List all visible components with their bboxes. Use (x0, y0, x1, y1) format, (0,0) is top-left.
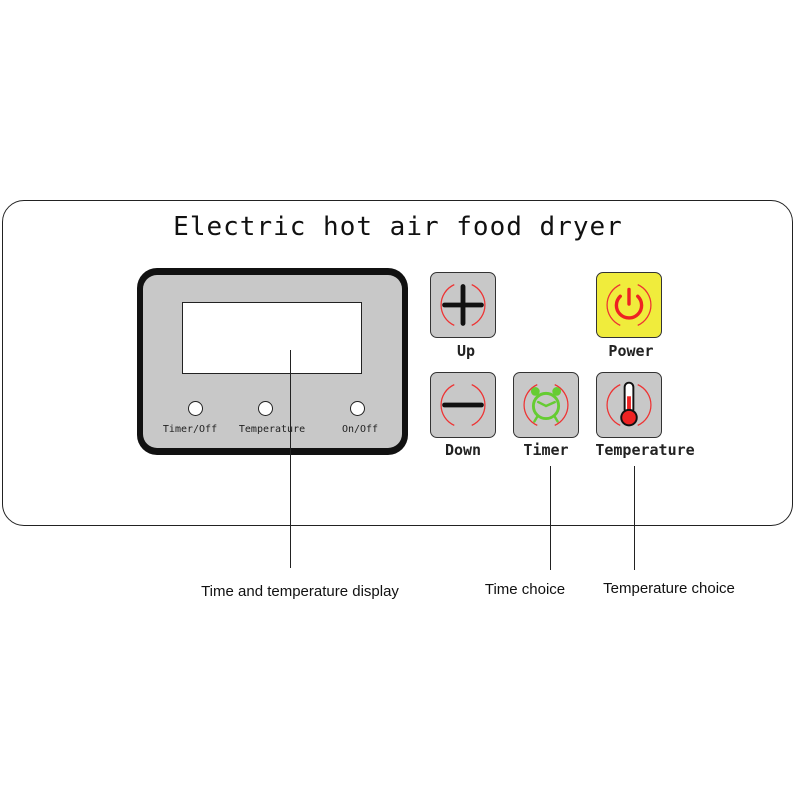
power-label: Power (608, 342, 654, 360)
display-callout: Time and temperature display (201, 583, 399, 600)
timer-off-indicator-label: Timer/Off (162, 424, 218, 435)
temperature-button[interactable] (596, 372, 662, 438)
display-callout-line (290, 350, 292, 568)
temperature-label: Temperature (595, 441, 695, 459)
on-off-indicator (350, 401, 365, 416)
timer-off-indicator (188, 401, 203, 416)
panel-title: Electric hot air food dryer (173, 212, 623, 242)
temperature-callout: Temperature choice (603, 580, 735, 597)
thermometer-icon (606, 381, 652, 427)
display-screen (182, 302, 362, 374)
timer-button[interactable] (513, 372, 579, 438)
power-button[interactable] (596, 272, 662, 338)
temperature-indicator-label: Temperature (238, 424, 306, 435)
temperature-callout-line (634, 466, 636, 570)
control-panel (2, 200, 793, 526)
minus-icon (440, 384, 486, 426)
power-icon (606, 284, 652, 326)
down-button[interactable] (430, 372, 496, 438)
up-button[interactable] (430, 272, 496, 338)
timer-callout-line (550, 466, 552, 570)
alarm-clock-icon (523, 384, 569, 426)
timer-label: Timer (523, 441, 569, 459)
timer-callout: Time choice (484, 581, 566, 598)
temperature-indicator (258, 401, 273, 416)
on-off-indicator-label: On/Off (341, 424, 379, 435)
plus-icon (440, 284, 486, 326)
down-label: Down (444, 441, 482, 459)
up-label: Up (456, 342, 476, 360)
